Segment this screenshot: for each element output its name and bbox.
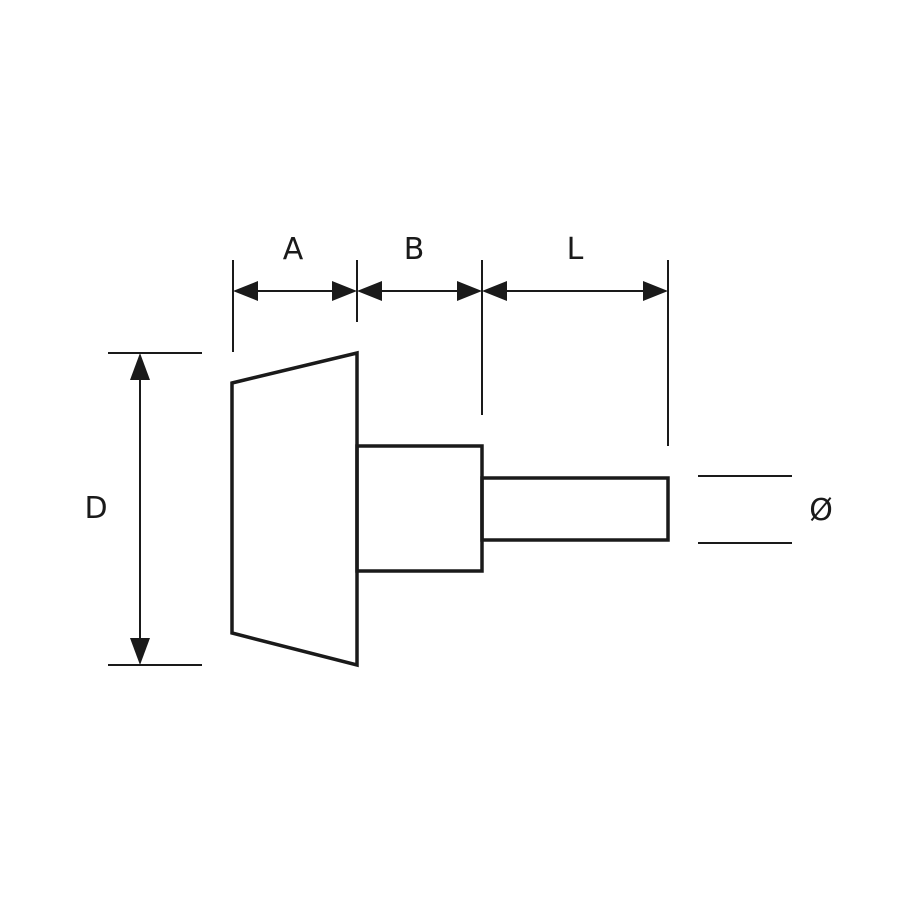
dimension-b: B bbox=[357, 232, 482, 301]
arrowhead-a-right bbox=[332, 281, 357, 301]
arrowhead-d-top bbox=[130, 353, 150, 380]
arrowhead-l-left bbox=[482, 281, 507, 301]
dimension-l: L bbox=[482, 232, 668, 301]
arrowhead-a-left bbox=[233, 281, 258, 301]
arrowhead-b-left bbox=[357, 281, 382, 301]
dimension-label-d: D bbox=[84, 491, 107, 526]
dimension-label-diameter: Ø bbox=[809, 493, 833, 528]
arrowhead-l-right bbox=[643, 281, 668, 301]
dimension-d: D bbox=[84, 352, 202, 666]
abrasive-head-outline bbox=[230, 350, 359, 668]
dimension-diameter: Ø bbox=[698, 475, 833, 544]
dimension-label-l: L bbox=[567, 232, 584, 267]
dimension-label-a: A bbox=[283, 232, 304, 267]
collar-body-outline bbox=[355, 444, 484, 573]
shank-outline bbox=[480, 476, 670, 542]
arrowhead-b-right bbox=[457, 281, 482, 301]
dimension-a: A bbox=[233, 232, 357, 301]
arrowhead-d-bottom bbox=[130, 638, 150, 665]
dimension-label-b: B bbox=[404, 232, 425, 267]
